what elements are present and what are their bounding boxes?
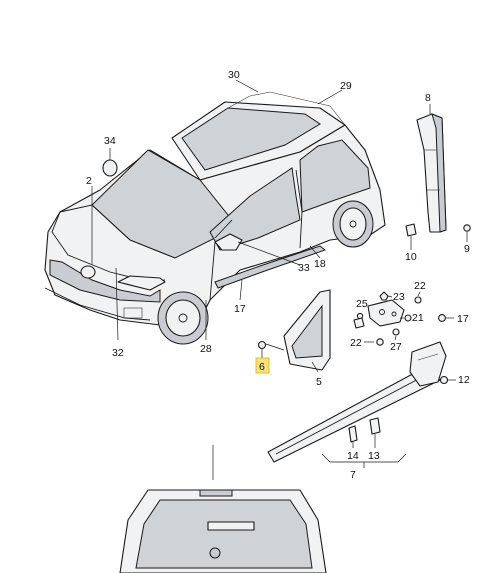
bracket-21 (367, 299, 405, 327)
callout-14: 14 (347, 450, 359, 462)
callout-2: 2 (86, 175, 92, 187)
screw-9 (463, 224, 471, 242)
callout-5: 5 (316, 376, 322, 388)
pillar-trim-8 (416, 113, 447, 233)
callout-30: 30 (228, 69, 240, 81)
callout-18: 18 (314, 258, 326, 270)
callout-23: 23 (393, 291, 405, 303)
mirror-triangle-cover (283, 289, 331, 371)
nut-6 (257, 340, 285, 358)
callout-22-bottom: 22 (350, 337, 362, 349)
callout-32: 32 (112, 347, 124, 359)
callout-28: 28 (200, 343, 212, 355)
callout-33: 33 (298, 262, 310, 274)
rear-view (119, 445, 327, 573)
sill-trim (214, 245, 327, 289)
callout-17-left: 17 (234, 303, 246, 315)
callout-34: 34 (104, 135, 116, 147)
callout-25: 25 (356, 298, 368, 310)
fasteners-22-25-27 (353, 291, 422, 346)
rear-washer-nozzle (209, 547, 221, 559)
car-body (44, 91, 386, 345)
clip-10 (405, 223, 417, 250)
sill-strip (267, 341, 447, 463)
callout-9: 9 (464, 243, 470, 255)
screw-12 (439, 375, 456, 385)
callout-29: 29 (340, 80, 352, 92)
leader-lines (91, 79, 431, 373)
callout-labels: 30 29 8 34 2 33 18 10 9 17 22 25 23 21 1… (86, 69, 470, 481)
rear-side-window (299, 139, 371, 213)
side-mirror (214, 233, 243, 251)
callout-17-right: 17 (457, 313, 469, 325)
callout-7: 7 (350, 469, 356, 481)
interior-mirror (102, 159, 118, 177)
callout-6-highlight (255, 357, 270, 374)
callout-22-top: 22 (414, 280, 426, 292)
callout-12: 12 (458, 374, 470, 386)
clips-13-14 (321, 417, 407, 468)
callout-8: 8 (425, 92, 431, 104)
callout-27: 27 (390, 341, 402, 353)
vw-emblem (80, 265, 96, 279)
callout-21: 21 (412, 312, 424, 324)
callout-10: 10 (405, 251, 417, 263)
callout-13: 13 (368, 450, 380, 462)
callout-6: 6 (259, 361, 265, 373)
screw-17-right (438, 314, 454, 322)
